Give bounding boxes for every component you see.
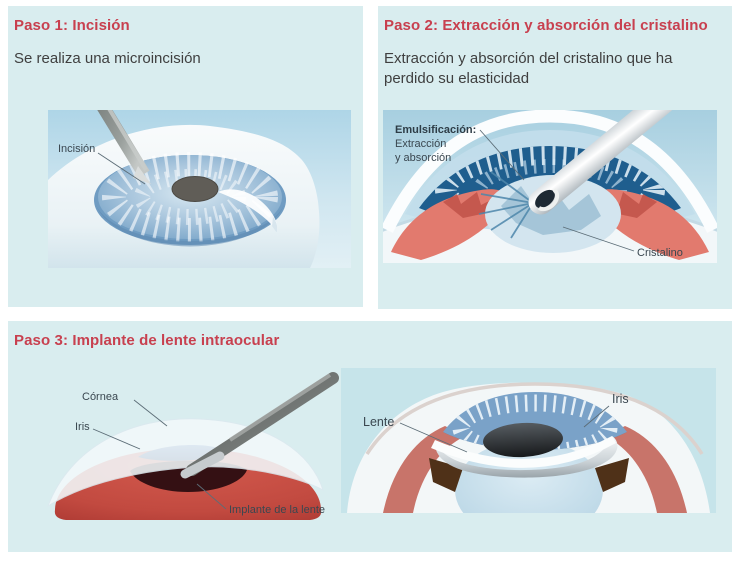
panel-step2: Paso 2: Extracción y absorción del crist… [378,6,732,309]
emulsification-eye-illustration: Emulsificación: Extracción y absorción C… [383,110,717,263]
ciliary-band-right [605,426,687,513]
step3-title: Paso 3: Implante de lente intraocular [14,332,280,349]
incision-eye-illustration: Incisión [48,110,351,268]
cornea-dome-translucent [47,418,324,508]
implanted-lens-illustration: Lente Iris [341,368,716,513]
pupil-optic [483,422,563,458]
panel-step3: Paso 3: Implante de lente intraocular [8,321,732,552]
haptic-right [595,458,629,492]
phaco-probe [528,110,673,215]
incision-pointer-line [97,152,146,185]
emulsification-label-title: Emulsificación: [395,124,476,136]
cristalino-label: Cristalino [637,247,683,259]
lens-insertion-illustration: Córnea Iris Implante de la lente [47,372,339,520]
intraocular-lens [431,436,618,478]
iris-pointer-line [92,428,141,450]
emulsification-streaks [478,171,534,239]
iris-pointer-line-2 [583,405,610,428]
panel-step1: Paso 1: Incisión Se realiza una microinc… [8,6,363,307]
implant-label: Implante de la lente [229,504,325,516]
incision-flap-edge [272,217,278,233]
injector-instrument [180,372,339,479]
cornea-label: Córnea [82,391,119,403]
implant-pointer-line [196,483,227,510]
emulsification-label-line2: Extracción [395,138,446,150]
crushed-cristalino [478,171,621,253]
scalpel [97,110,151,184]
pupil [171,176,219,202]
step1-title: Paso 1: Incisión [14,17,130,34]
iris-label-left: Iris [75,421,90,433]
step1-description: Se realiza una microincisión [14,50,201,67]
iris-label-right: Iris [612,392,629,406]
cornea-dome [383,110,717,233]
emulsification-label-line3: y absorción [395,152,451,164]
incision-flap [218,189,278,231]
emulsification-pointer-line [479,129,525,181]
lens-label: Lente [363,415,394,429]
ciliary-muscle-left [391,189,510,260]
step2-description: Extracción y absorción del cristalino qu… [384,50,673,88]
cornea-pointer-line [133,399,168,427]
lens-pointer-line [399,422,468,453]
step2-title: Paso 2: Extracción y absorción del crist… [384,17,708,34]
cristalino-pointer-line [562,226,635,252]
incision-label: Incisión [58,143,95,155]
cornea-outline [365,382,704,455]
